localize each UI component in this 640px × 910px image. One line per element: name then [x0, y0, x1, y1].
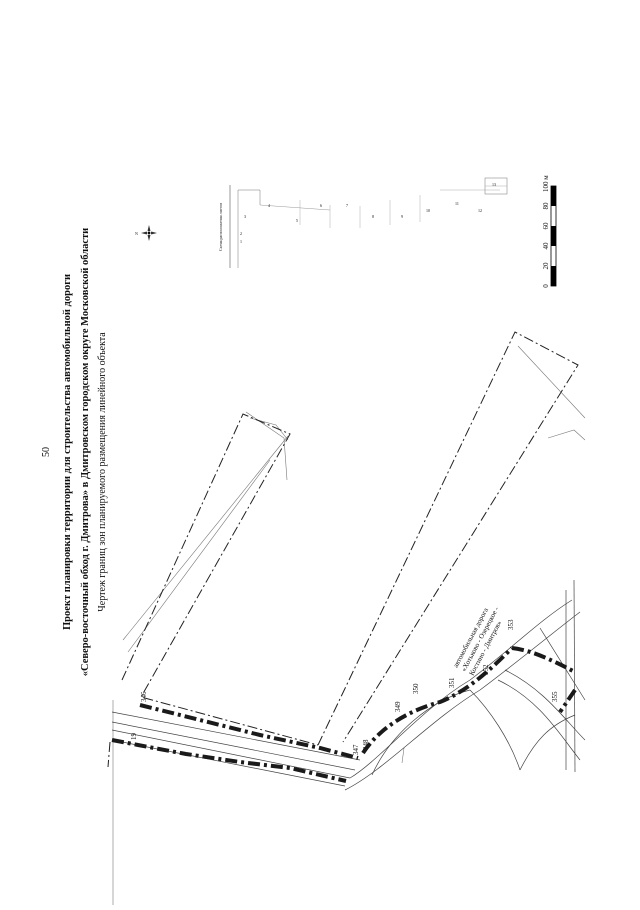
- inset-sheet-11: 11: [455, 201, 459, 206]
- point-label-349: 349: [394, 701, 402, 712]
- point-label-347: 347: [352, 744, 360, 755]
- inset-sheet-6: 6: [320, 203, 322, 208]
- point-label-353: 353: [507, 619, 515, 630]
- inset-sheet-3: 3: [244, 214, 246, 219]
- roads: [111, 579, 586, 791]
- inset-sheet-8: 8: [372, 214, 374, 219]
- page-number: 50: [41, 447, 52, 457]
- title-line-1: Проект планировки территории для строите…: [62, 274, 73, 630]
- inset-sheet-7: 7: [346, 203, 348, 208]
- inset-sheet-10: 10: [426, 208, 430, 213]
- point-label-352: 352: [482, 664, 490, 675]
- title-line-2: «Северо-восточный обход г. Дмитрова» в Д…: [80, 228, 91, 676]
- point-label-348: 348: [362, 739, 370, 750]
- inset-sheet-12: 12: [478, 208, 482, 213]
- scale-tick-40: 40: [542, 242, 550, 250]
- inset-sheet-9: 9: [401, 214, 403, 219]
- compass-north-label: N: [135, 231, 138, 236]
- scale-bar: 0 20 40 60 80 100 м: [542, 175, 557, 288]
- scale-tick-0: 0: [542, 284, 550, 288]
- sheet-layout-inset: Схема расположения листов 1 2 3 4 5 6 7 …: [218, 177, 508, 268]
- point-label-19: 19: [130, 733, 138, 741]
- inset-sheet-1: 1: [240, 239, 242, 244]
- boundary-point-labels: 19 346 347 348 349 350 351 352 353 355: [130, 619, 559, 755]
- compass-rose-icon: N: [135, 225, 157, 241]
- point-label-355: 355: [551, 691, 559, 702]
- planning-zone-boundary: [107, 331, 579, 768]
- scale-tick-20: 20: [542, 262, 550, 270]
- title-line-3: Чертеж границ зон планируемого размещени…: [97, 332, 108, 612]
- inset-title: Схема расположения листов: [218, 203, 223, 251]
- zone-red-line: [111, 646, 577, 783]
- point-label-350: 350: [412, 683, 420, 694]
- scale-tick-80: 80: [542, 202, 550, 210]
- road-name-label: автомобильная дорога «Хотьково - Озерецк…: [452, 605, 504, 677]
- point-label-346: 346: [140, 691, 148, 702]
- scale-tick-60: 60: [542, 222, 550, 230]
- inset-sheet-2: 2: [240, 231, 242, 236]
- inset-sheet-13: 13: [492, 182, 496, 187]
- inset-sheet-5: 5: [296, 218, 298, 223]
- point-label-351: 351: [448, 677, 456, 688]
- inset-sheet-4: 4: [268, 203, 270, 208]
- scale-tick-100: 100 м: [542, 175, 550, 192]
